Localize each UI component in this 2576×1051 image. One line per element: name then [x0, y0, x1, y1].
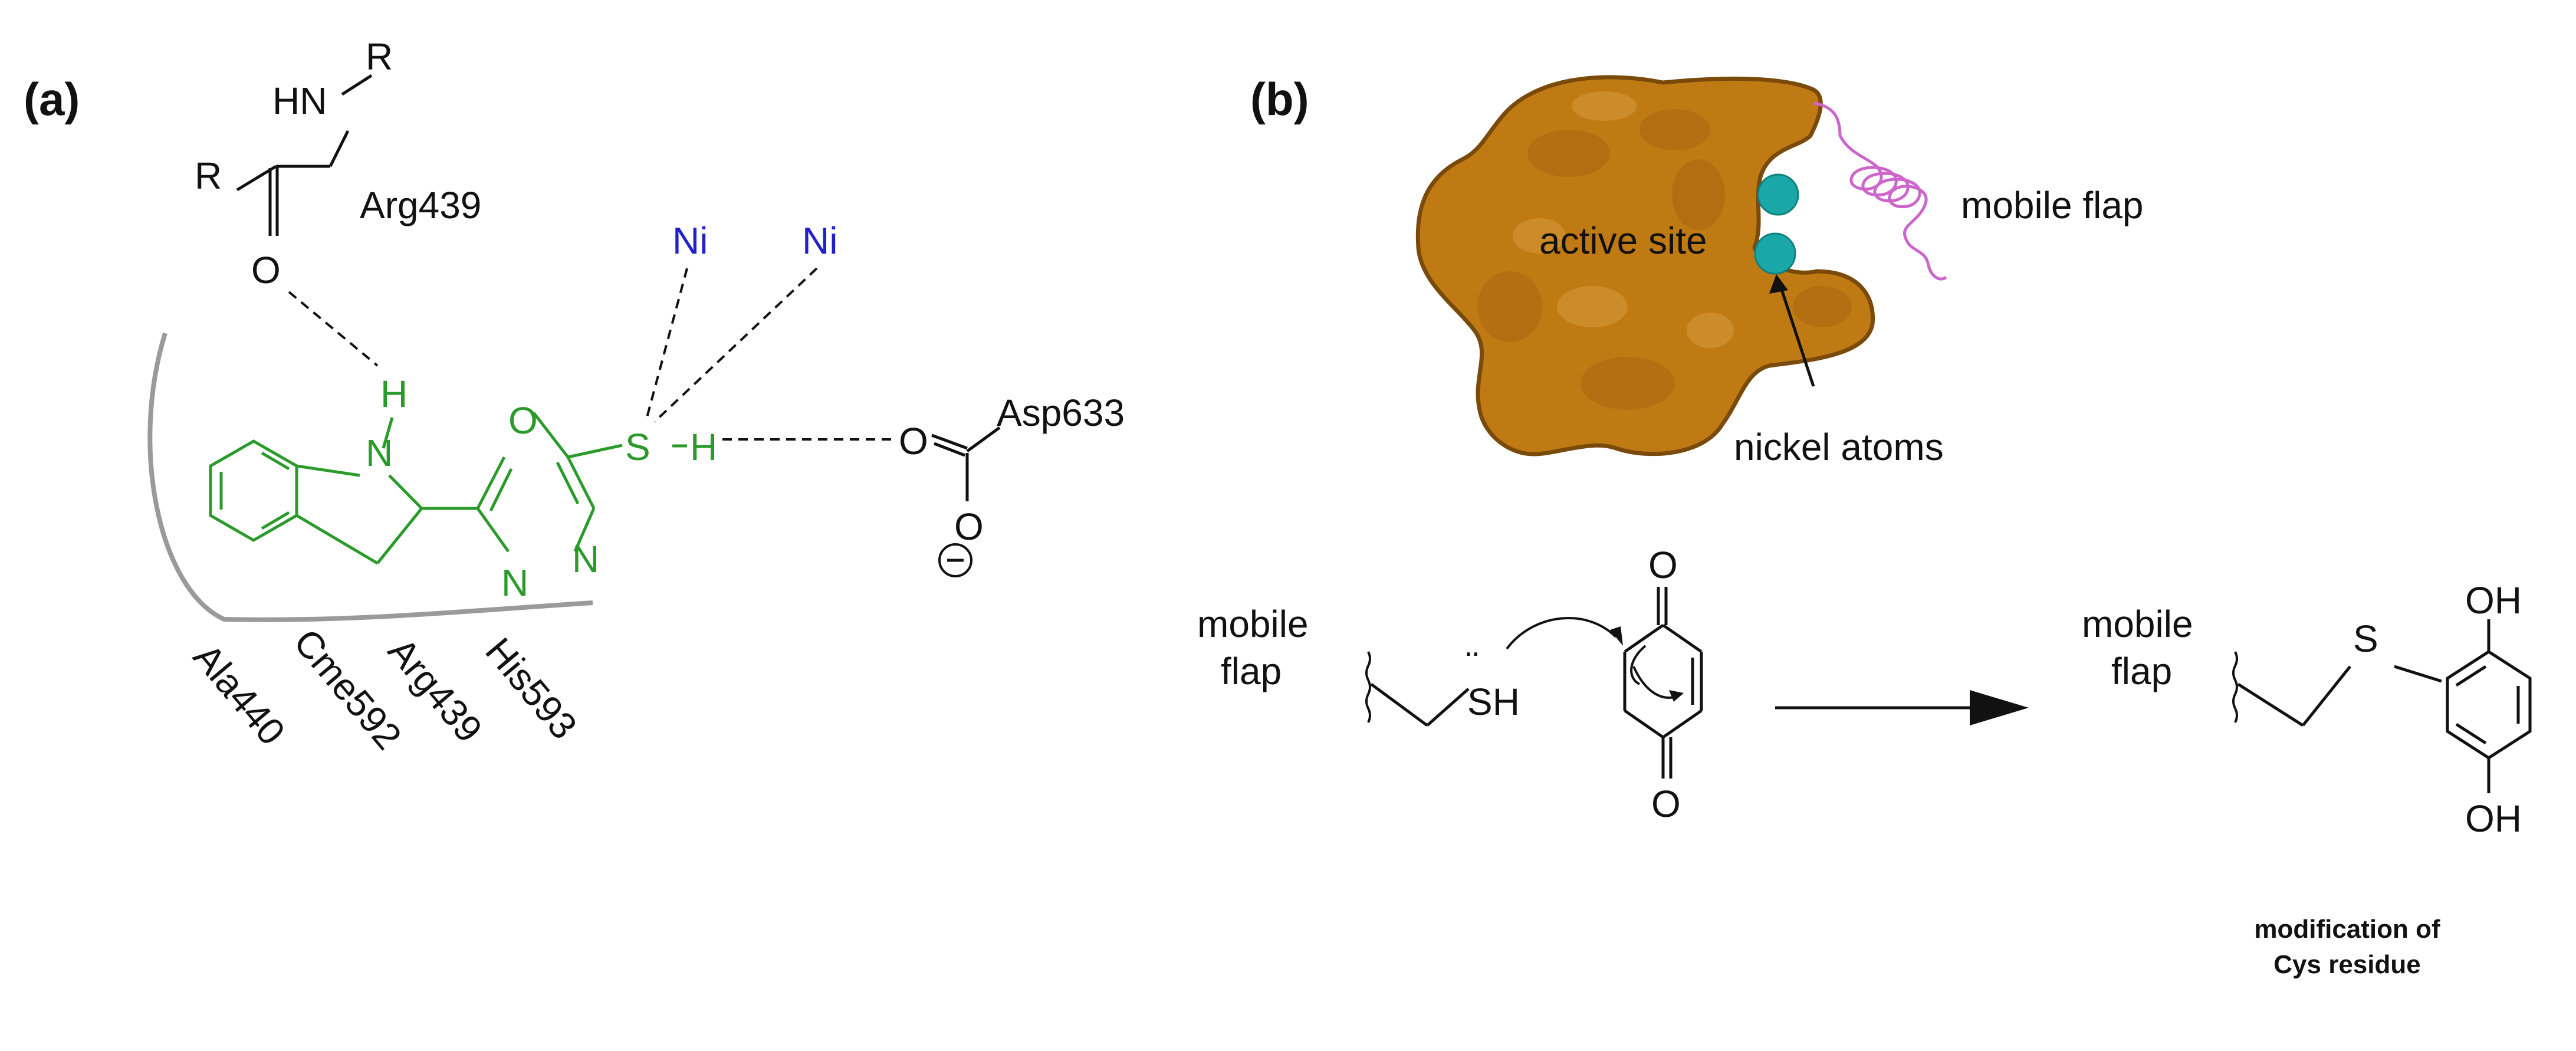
ligand-nh-hydrogen: H — [380, 373, 408, 415]
amide-oxygen: O — [251, 249, 281, 291]
product-flap-line1: mobile — [2082, 603, 2193, 645]
caption-line2: Cys residue — [2273, 950, 2420, 979]
reactant-flap-line1: mobile — [1197, 603, 1309, 645]
amide-arg439: Arg439 — [360, 184, 481, 226]
amide-r-left: R — [195, 155, 222, 197]
ligand-inhibitor — [209, 412, 687, 565]
product-structure — [2237, 619, 2532, 793]
nickel-atom-1 — [1757, 173, 1799, 216]
product-sulfur: S — [2353, 618, 2378, 660]
mobile-flap-helix — [1813, 101, 1947, 281]
asp633-carboxylate — [931, 426, 1001, 577]
residue-ala440: Ala440 — [185, 636, 293, 753]
reactant-flap-line2: flap — [1221, 650, 1282, 692]
curved-arrow-electron-head — [1669, 690, 1684, 702]
residue-cme592: Cme592 — [285, 621, 410, 758]
product-wavy-bond — [2232, 651, 2238, 723]
ligand-ring-n1: N — [572, 538, 599, 580]
ligand-indoline-n: N — [366, 432, 393, 474]
amide-hn: HN — [272, 80, 327, 122]
product-oh-top: OH — [2465, 579, 2522, 622]
asp-oxygen-bottom: O — [954, 505, 984, 548]
nickel-2: Ni — [802, 219, 837, 262]
curved-arrow-attack-head — [1610, 626, 1623, 646]
amide-r-top: R — [366, 35, 393, 78]
caption-line1: modification of — [2254, 915, 2440, 944]
nickel-pointer-line — [1779, 287, 1815, 387]
ni-s-bond-1 — [645, 268, 688, 422]
reactant-chain — [1370, 682, 1470, 727]
mobile-flap-label: mobile flap — [1961, 184, 2144, 226]
arg439-backbone — [236, 74, 373, 236]
thiol-lone-pair: ¨ — [1466, 644, 1478, 687]
reactant-thiol: SH — [1467, 681, 1520, 723]
hbond-amide-nh — [288, 291, 379, 367]
residue-his593: His593 — [477, 630, 585, 747]
nickel-atom-2 — [1754, 232, 1796, 275]
panel-b: (b) active site mobile flap nickel atoms — [1197, 73, 2532, 979]
binding-pocket-curve — [147, 332, 593, 622]
reactant-wavy-bond — [1365, 651, 1371, 723]
benzoquinone — [1623, 587, 1703, 779]
active-site-label: active site — [1539, 219, 1707, 262]
nickel-pointer-arrowhead — [1769, 274, 1788, 294]
protein-texture — [1477, 109, 1852, 410]
ni-s-bond-2 — [653, 267, 818, 423]
asp-oxygen-top: O — [899, 420, 928, 462]
panel-b-label: (b) — [1250, 73, 1309, 125]
urease-protein — [1415, 75, 1875, 456]
panel-a-label: (a) — [24, 73, 80, 125]
panel-a: (a) R HN R Arg439 O — [24, 35, 1125, 757]
curved-arrow-attack — [1506, 616, 1617, 650]
nickel-1: Ni — [672, 219, 708, 262]
ligand-ring-n2: N — [501, 561, 528, 604]
ligand-sulfur: S — [625, 426, 650, 468]
protein-highlights — [1513, 91, 1734, 348]
product-flap-line2: flap — [2111, 650, 2172, 692]
ligand-sh-hydrogen: H — [690, 426, 717, 468]
product-oh-bottom: OH — [2465, 797, 2522, 840]
quinone-oxygen-bottom: O — [1651, 783, 1681, 825]
ligand-ring-oxygen: O — [508, 399, 538, 442]
quinone-oxygen-top: O — [1648, 544, 1678, 586]
reaction-arrow-head — [1970, 690, 2029, 725]
asp633-label: Asp633 — [997, 392, 1125, 434]
nickel-atoms-label: nickel atoms — [1734, 426, 1944, 468]
curved-arrow-electron-1 — [1630, 645, 1647, 685]
